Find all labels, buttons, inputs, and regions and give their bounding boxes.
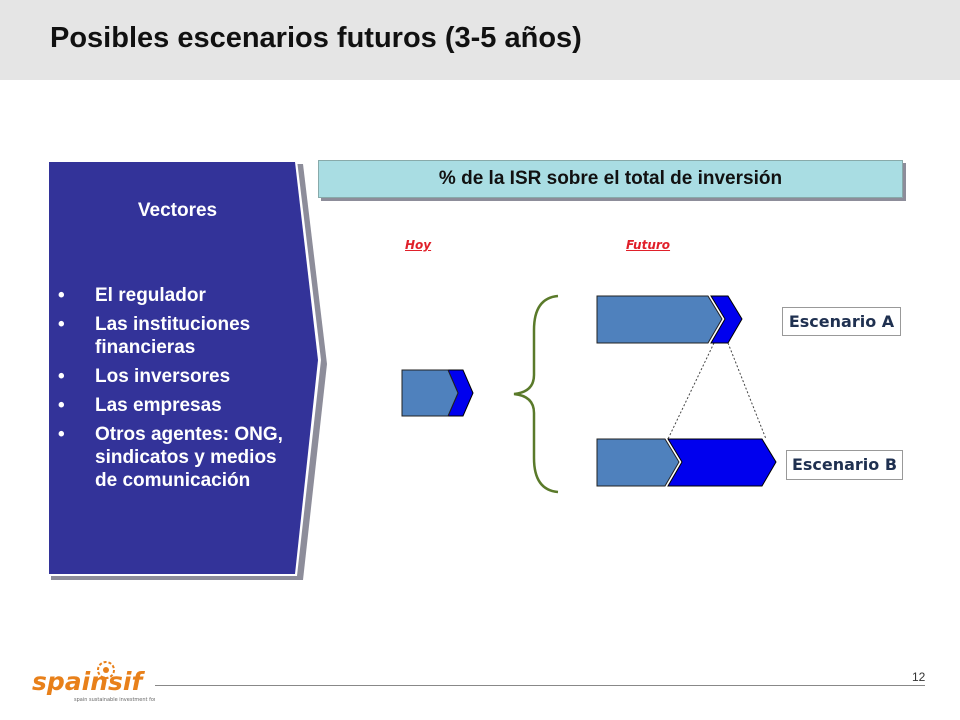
label-future: Futuro: [626, 238, 671, 252]
vectors-title: Vectores: [137, 200, 218, 221]
label-now: Hoy: [405, 238, 432, 252]
vector-item-other-agents: Otros agentes: ONG, sindicatos y medios …: [58, 423, 298, 492]
scenario-b-arrow: [596, 438, 777, 487]
isr-banner: % de la ISR sobre el total de inversión: [318, 160, 903, 198]
header-bar: [0, 0, 960, 80]
vector-item-investors: Los inversores: [58, 365, 298, 388]
svg-text:spainsif: spainsif: [32, 667, 145, 696]
vectors-list: El regulador Las instituciones financier…: [58, 284, 298, 498]
slide-title: Posibles escenarios futuros (3-5 años): [50, 22, 582, 54]
vector-item-regulator: El regulador: [58, 284, 298, 307]
scenario-b-label: Escenario B: [786, 450, 903, 480]
connector-left: [667, 342, 715, 440]
vector-item-companies: Las empresas: [58, 394, 298, 417]
page-number: 12: [912, 670, 926, 684]
scenario-a-arrow: [596, 295, 743, 344]
scenario-brace: [513, 294, 559, 494]
connector-right: [727, 342, 767, 440]
svg-text:spain sustainable investment f: spain sustainable investment forum: [74, 697, 155, 703]
vector-item-financial-institutions: Las instituciones financieras: [58, 313, 298, 359]
footer-line: [155, 685, 925, 686]
spainsif-logo: spainsif spain sustainable investment fo…: [32, 661, 155, 703]
today-arrow: [401, 369, 474, 417]
scenario-a-label: Escenario A: [782, 307, 901, 336]
